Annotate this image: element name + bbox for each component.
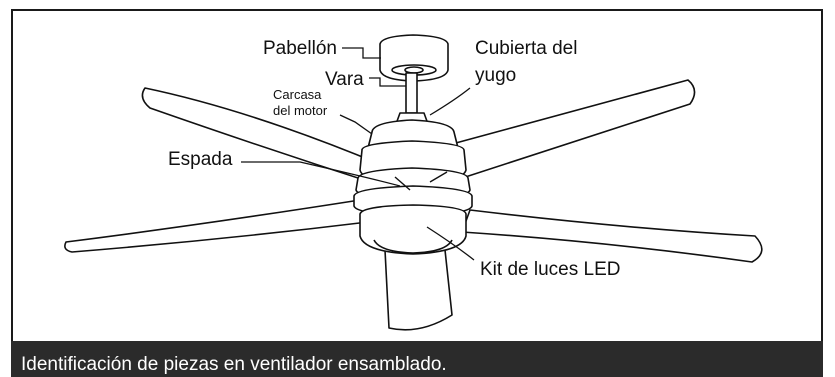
leader-espada: [241, 161, 401, 187]
fan-blade-back-left: [141, 87, 396, 191]
label-espada: Espada: [168, 149, 233, 170]
label-carcasa-line2: del motor: [273, 103, 328, 118]
label-carcasa-line1: Carcasa: [273, 87, 322, 102]
caption-bar: Identificación de piezas en ventilador e…: [11, 341, 823, 377]
label-cubierta-line2: yugo: [475, 65, 517, 86]
caption-text: Identificación de piezas en ventilador e…: [21, 354, 447, 375]
fan-blade-back-right: [429, 79, 696, 183]
label-pabellon: Pabellón: [263, 38, 337, 59]
leader-kit-luces: [426, 226, 475, 261]
fan-blade-front-right: [461, 209, 763, 263]
leader-vara: [369, 77, 406, 87]
leader-cubierta: [429, 87, 471, 116]
leader-carcasa: [339, 114, 373, 135]
label-kit-luces: Kit de luces LED: [480, 259, 621, 280]
leader-pabellon: [342, 47, 381, 59]
label-vara: Vara: [325, 69, 364, 90]
fan-blade-front-bottom: [384, 249, 453, 331]
fan-blade-front-left: [64, 199, 369, 253]
downrod: [405, 72, 418, 114]
label-cubierta-line1: Cubierta del: [475, 38, 578, 59]
